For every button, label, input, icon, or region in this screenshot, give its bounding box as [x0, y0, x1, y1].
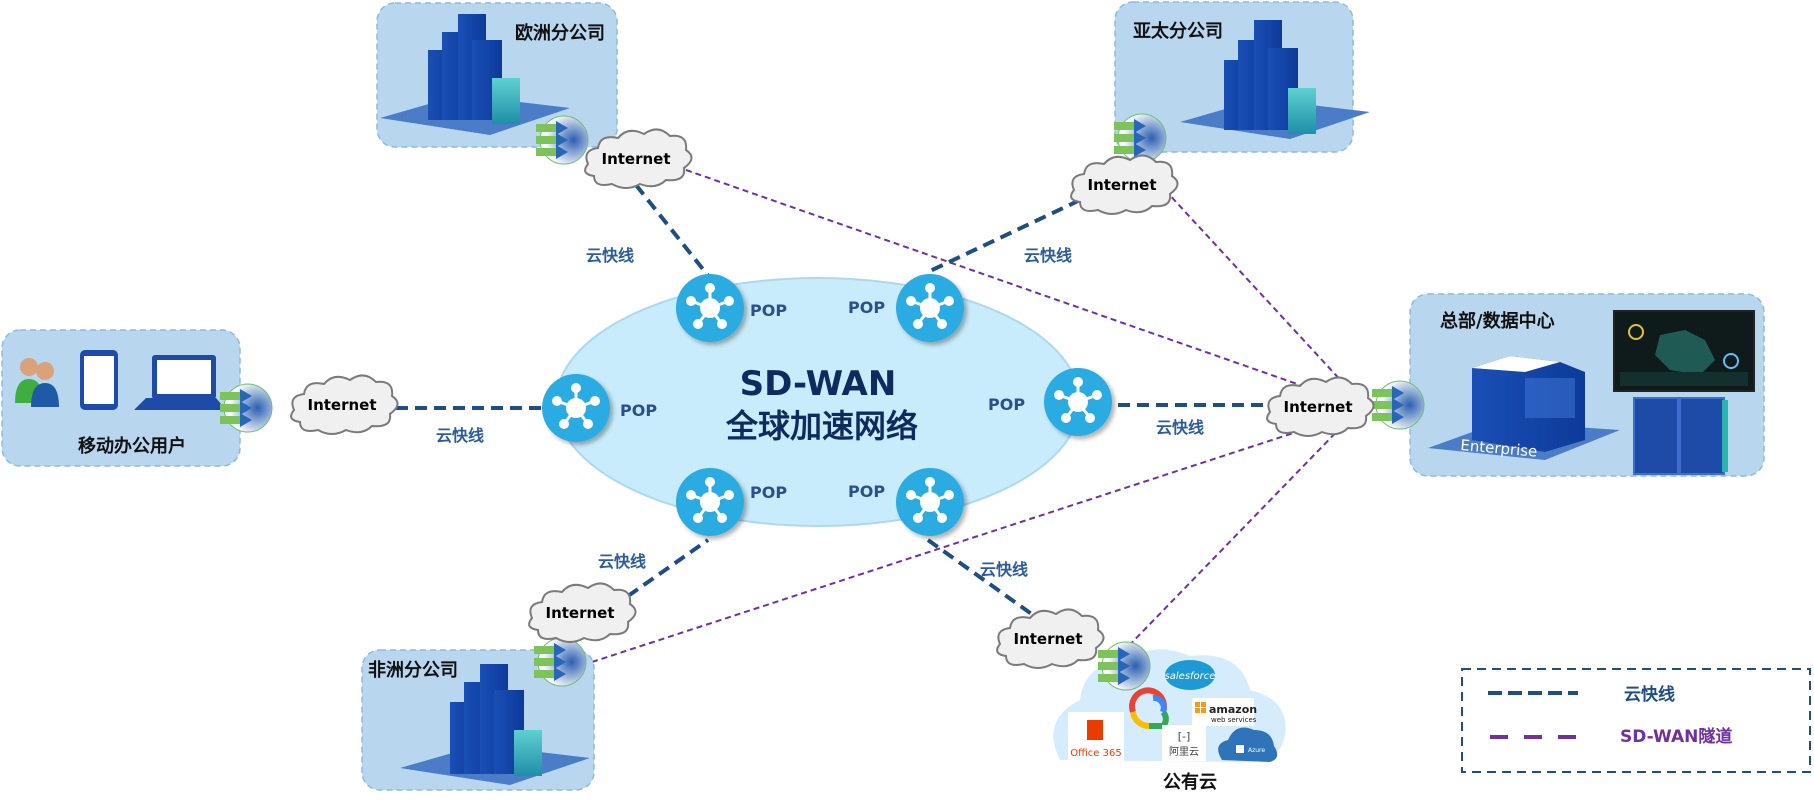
legend: 云快线 SD-WAN隧道 [1461, 668, 1811, 773]
internet-cloud: Internet [1070, 154, 1179, 215]
pop-node[interactable]: POP [848, 274, 964, 342]
fast-cloud [926, 538, 1042, 622]
fast-europe [634, 183, 712, 280]
internet-label: Internet [307, 396, 376, 414]
link-label-mobile: 云快线 [436, 426, 484, 445]
core-title-line1: SD-WAN [740, 364, 897, 404]
svg-text:阿里云: 阿里云 [1169, 746, 1199, 758]
users-icon [15, 358, 59, 407]
svg-text:Azure: Azure [1248, 747, 1265, 754]
legend-label-tunnel: SD-WAN隧道 [1620, 726, 1732, 747]
internet-label: Internet [601, 150, 670, 168]
internet-label: Internet [1087, 176, 1156, 194]
site-mobile: 移动办公用户 [1, 329, 241, 467]
link-label-hq: 云快线 [1156, 418, 1204, 437]
svg-text:Office 365: Office 365 [1070, 748, 1121, 759]
router-icon [1114, 113, 1167, 163]
server-icon [1633, 397, 1728, 475]
pop-label: POP [620, 401, 657, 420]
office-building-icon [380, 14, 570, 135]
pop-node[interactable]: POP [542, 374, 657, 442]
svg-text:amazon: amazon [1209, 703, 1257, 716]
office-building-icon [400, 664, 590, 785]
office-building-icon [1180, 20, 1370, 139]
aws-logo: amazon web services [1192, 698, 1257, 726]
pop-node[interactable]: POP [848, 468, 964, 536]
fast-apac [927, 198, 1081, 274]
svg-text:[-]: [-] [1178, 730, 1191, 743]
site-public-cloud: salesforce amazon web services Office 36… [1053, 649, 1286, 793]
pop-label: POP [750, 301, 787, 320]
site-hq: 总部/数据中心 Enterprise [1409, 293, 1765, 477]
salesforce-logo: salesforce [1165, 660, 1216, 690]
link-label-cloud: 云快线 [980, 560, 1028, 579]
svg-text:salesforce: salesforce [1165, 671, 1216, 682]
site-apac: 亚太分公司 [1114, 1, 1370, 153]
pop-label: POP [848, 298, 885, 317]
site-europe: 欧洲分公司 [376, 2, 618, 148]
phone-icon [80, 350, 118, 410]
site-title-africa: 非洲分公司 [368, 659, 458, 681]
link-label-africa: 云快线 [598, 552, 646, 571]
office365-logo: Office 365 [1068, 712, 1124, 762]
internet-cloud: Internet [290, 374, 399, 435]
pop-node[interactable]: POP [988, 368, 1112, 436]
svg-text:web services: web services [1211, 716, 1257, 724]
router-icon [1372, 380, 1425, 430]
laptop-icon [134, 355, 226, 410]
router-icon [534, 637, 587, 687]
enterprise-building-icon: Enterprise [1428, 356, 1620, 461]
aliyun-logo: [-] 阿里云 [1162, 725, 1206, 761]
core-title-line2: 全球加速网络 [725, 407, 918, 445]
tunnel-cloud-hq [1114, 417, 1351, 661]
tunnel-lines [591, 169, 1351, 663]
router-icon [536, 115, 589, 165]
site-title-apac: 亚太分公司 [1133, 20, 1223, 42]
link-label-apac: 云快线 [1024, 246, 1072, 265]
pop-node[interactable]: POP [676, 274, 787, 342]
internet-cloud: Internet [584, 128, 693, 189]
internet-label: Internet [1283, 398, 1352, 416]
tunnel-africa-hq [591, 424, 1319, 663]
internet-label: Internet [1013, 630, 1082, 648]
pop-label: POP [848, 482, 885, 501]
pop-label: POP [988, 395, 1025, 414]
link-label-europe: 云快线 [586, 246, 634, 265]
internet-cloud: Internet [528, 582, 637, 643]
router-icon [220, 383, 273, 433]
router-icon [1098, 641, 1151, 691]
site-title-hq: 总部/数据中心 [1440, 310, 1555, 332]
internet-cloud: Internet [996, 608, 1105, 669]
azure-logo: Azure [1218, 727, 1278, 762]
legend-label-fast: 云快线 [1624, 684, 1675, 705]
fast-africa [626, 538, 710, 598]
site-title-europe: 欧洲分公司 [515, 22, 605, 44]
pop-label: POP [750, 483, 787, 502]
pop-node[interactable]: POP [676, 468, 787, 536]
fast-lines [396, 183, 1268, 622]
site-title-mobile: 移动办公用户 [78, 435, 186, 457]
site-africa: 非洲分公司 [361, 649, 595, 791]
site-title-public-cloud: 公有云 [1163, 771, 1217, 793]
dashboard-monitor-icon [1613, 310, 1755, 392]
tunnel-europe-hq [685, 169, 1321, 393]
tunnel-apac-hq [1164, 189, 1346, 386]
internet-label: Internet [545, 604, 614, 622]
internet-cloud: Internet [1266, 376, 1375, 437]
